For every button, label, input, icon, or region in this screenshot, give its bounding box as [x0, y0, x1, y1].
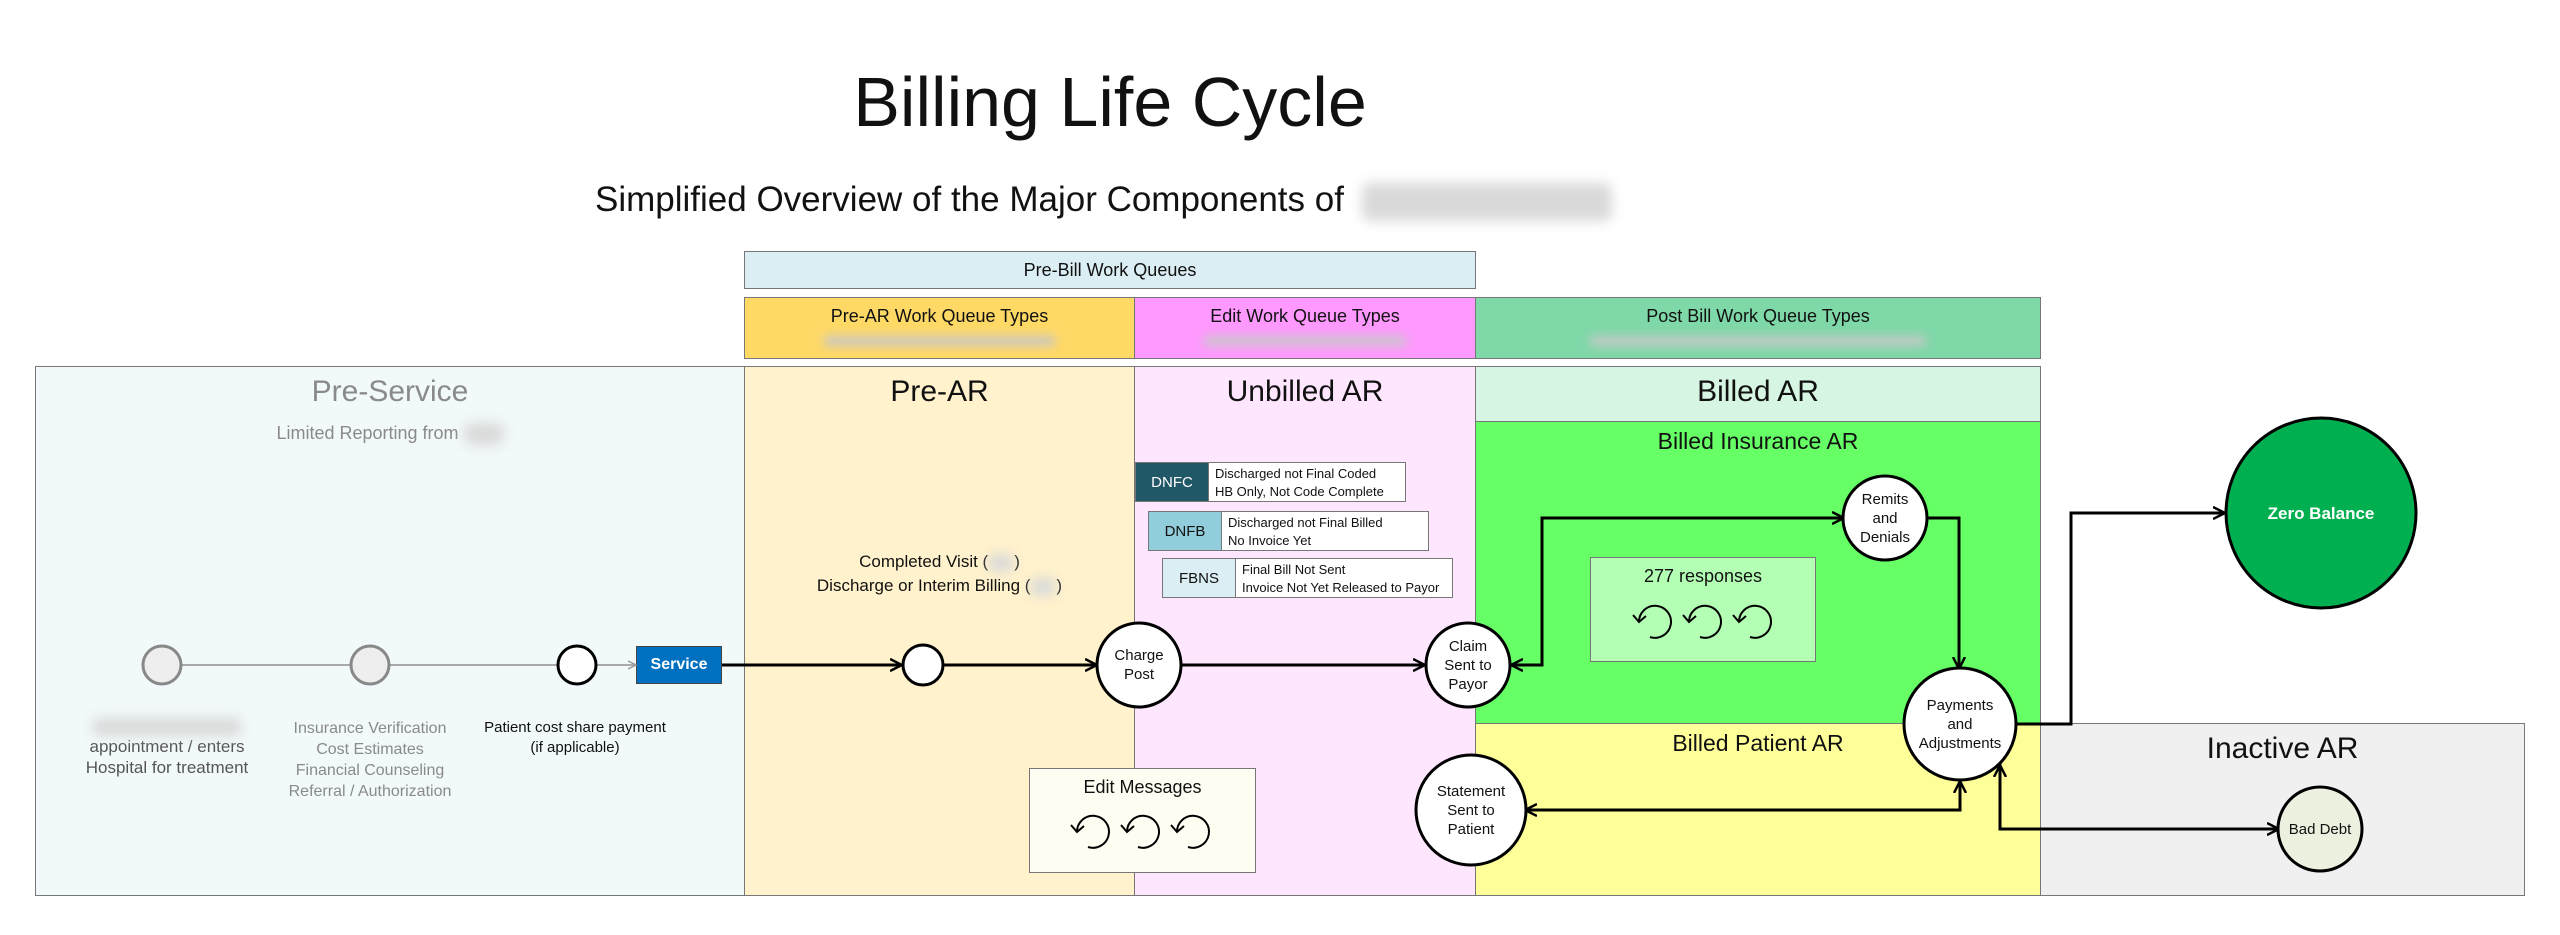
prear-line-completed-visit: Completed Visit ()	[859, 552, 1020, 572]
prear-line-discharge: Discharge or Interim Billing ()	[816, 576, 1063, 596]
dnfc-description: Discharged not Final Coded HB Only, Not …	[1208, 462, 1406, 502]
page-title: Billing Life Cycle	[853, 63, 1367, 141]
bad-debt-circle	[2276, 785, 2364, 873]
edit-types-label: Edit Work Queue Types	[1210, 306, 1400, 326]
arrow-remits-to-claim	[1512, 518, 1544, 665]
loop-icon-3	[1732, 604, 1772, 639]
prebill-band: Pre-Bill Work Queues	[744, 251, 1476, 289]
preservice-subtitle: Limited Reporting from	[36, 423, 744, 446]
fbns-line2: Invoice Not Yet Released to Payor	[1242, 580, 1440, 595]
billed-insurance-title: Billed Insurance AR	[1657, 428, 1859, 454]
loop-icon-3	[1170, 814, 1210, 849]
redacted	[1030, 577, 1057, 596]
statement-circle	[1414, 753, 1528, 867]
service-box: Service	[636, 646, 722, 684]
statement-label: Statement Sent to Patient	[1436, 782, 1506, 838]
loop-icon-2	[1120, 814, 1160, 849]
subtitle-text: Simplified Overview of the Major Compone…	[595, 180, 1344, 219]
prear-description: Completed Visit () Discharge or Interim …	[745, 550, 1134, 598]
preservice-subtitle-text: Limited Reporting from	[276, 423, 459, 443]
postbill-types-label: Post Bill Work Queue Types	[1646, 306, 1870, 326]
responses-277-label: 277 responses	[1643, 566, 1763, 586]
loop-icon-1	[1632, 604, 1672, 639]
loop-icon-2	[1682, 604, 1722, 639]
edit-messages-label: Edit Messages	[1083, 777, 1202, 797]
bad-debt-label: Bad Debt	[2288, 820, 2352, 838]
preservice-title: Pre-Service	[311, 375, 469, 408]
zero-balance-label: Zero Balance	[2267, 503, 2375, 523]
dnfb-line2: No Invoice Yet	[1228, 533, 1312, 548]
arrow-payments-to-baddebt	[1998, 764, 2278, 829]
redacted-bar	[1588, 336, 1928, 346]
dnfb-tag: DNFB	[1148, 511, 1222, 551]
billed-title: Billed AR	[1697, 375, 1819, 408]
prear-types-label: Pre-AR Work Queue Types	[830, 306, 1049, 326]
step-circle-2	[349, 644, 391, 686]
redacted	[92, 717, 242, 736]
step1-text: appointment / enters Hospital for treatm…	[85, 737, 249, 777]
arrow-claim-to-remits	[1510, 518, 1843, 667]
redacted	[988, 553, 1015, 572]
zone-billed-header: Billed AR	[1475, 366, 2041, 422]
step-circle-3	[556, 644, 598, 686]
step3-text: Patient cost share payment (if applicabl…	[484, 719, 666, 756]
loop-icon-1	[1070, 814, 1110, 849]
responses-loop-icons	[1632, 604, 1772, 639]
prear-types-band: Pre-AR Work Queue Types	[744, 297, 1135, 359]
claim-sent-label: Claim Sent to Payor	[1444, 637, 1492, 693]
edit-messages-box: Edit Messages	[1029, 768, 1256, 873]
payments-label: Payments and Adjustments	[1918, 696, 2002, 752]
step3-label: Patient cost share payment (if applicabl…	[470, 718, 680, 758]
step1-label: appointment / enters Hospital for treatm…	[62, 715, 272, 778]
fbns-description: Final Bill Not Sent Invoice Not Yet Rele…	[1235, 558, 1453, 598]
redacted-bar	[1203, 336, 1407, 346]
dnfb-line1: Discharged not Final Billed	[1228, 515, 1383, 530]
inactive-title: Inactive AR	[2206, 732, 2359, 765]
step-circle-1	[141, 644, 183, 686]
step2-label: Insurance Verification Cost Estimates Fi…	[260, 718, 480, 802]
dnfc-tag: DNFC	[1135, 462, 1209, 502]
prebill-band-label: Pre-Bill Work Queues	[1023, 260, 1197, 280]
redacted-source	[463, 423, 504, 446]
page-subtitle: Simplified Overview of the Major Compone…	[595, 180, 1612, 221]
arrow-payments-to-statement	[1526, 780, 1962, 810]
fbns-tag: FBNS	[1162, 558, 1236, 598]
redacted-bar	[822, 336, 1057, 346]
charge-post-label: Charge Post	[1114, 647, 1164, 683]
billed-patient-title: Billed Patient AR	[1672, 730, 1844, 756]
dnfb-description: Discharged not Final Billed No Invoice Y…	[1221, 511, 1429, 551]
service-label: Service	[650, 656, 708, 673]
prear-circle	[901, 643, 945, 687]
fbns-line1: Final Bill Not Sent	[1242, 562, 1346, 577]
arrow-payments-to-zero	[2016, 513, 2224, 726]
step2-text: Insurance Verification Cost Estimates Fi…	[288, 720, 452, 800]
postbill-types-band: Post Bill Work Queue Types	[1475, 297, 2041, 359]
remits-label: Remits and Denials	[1859, 490, 1911, 546]
zero-balance-circle	[2224, 416, 2418, 610]
arrow-remits-to-payments	[1927, 516, 1959, 668]
zone-preservice: Pre-Service Limited Reporting from	[35, 366, 745, 896]
prear-title: Pre-AR	[890, 375, 989, 408]
unbilled-title: Unbilled AR	[1226, 375, 1384, 408]
responses-277-box: 277 responses	[1590, 557, 1816, 662]
dnfc-line1: Discharged not Final Coded	[1215, 466, 1377, 481]
arrow-statement-to-payments	[1526, 782, 1960, 812]
redacted-org-name	[1361, 182, 1612, 221]
edit-loop-icons	[1070, 814, 1210, 849]
dnfc-line2: HB Only, Not Code Complete	[1215, 484, 1384, 499]
edit-types-band: Edit Work Queue Types	[1134, 297, 1476, 359]
